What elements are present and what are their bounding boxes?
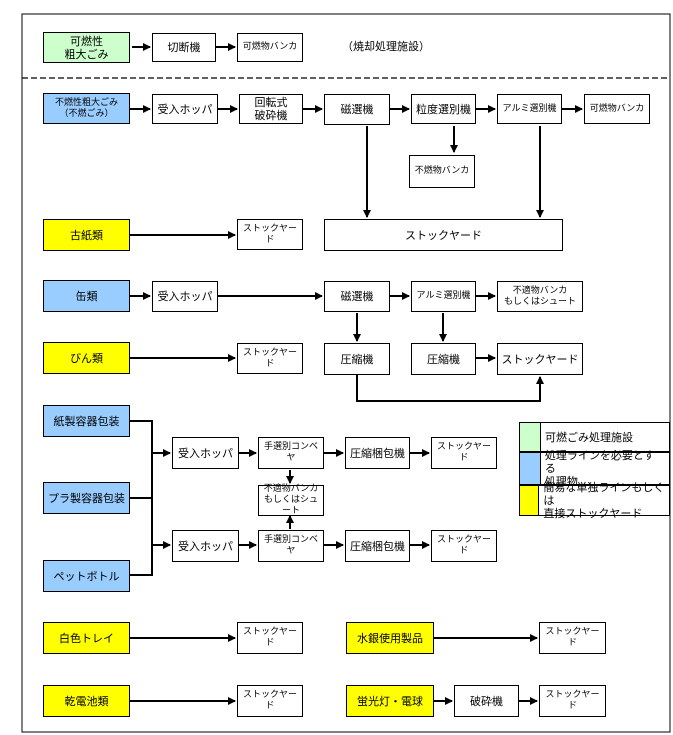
cans-source-box: 缶類	[43, 280, 130, 312]
mercury-source-box: 水銀使用製品	[346, 622, 434, 654]
legend-swatch-green	[520, 423, 541, 451]
bottles-source-box: びん類	[43, 342, 130, 374]
cans-hopper-box: 受入ホッパ	[152, 281, 218, 312]
nonburnable-source-box: 不燃性粗大ごみ （不燃ごみ）	[43, 93, 130, 124]
legend-text-burnable: 可燃ごみ処理施設	[545, 430, 633, 444]
arrow-press1-stockyard	[356, 375, 544, 402]
plastic-packaging-source-box: プラ製容器包装	[43, 482, 130, 514]
pack-hopper1-box: 受入ホッパ	[172, 437, 239, 469]
nonburn-bunker-box: 不燃物バンカ	[409, 155, 475, 188]
paper-packaging-source-box: 紙製容器包装	[43, 405, 130, 437]
pack-baler1-box: 圧縮梱包機	[345, 437, 410, 469]
pack-hopper2-box: 受入ホッパ	[172, 530, 239, 562]
burnable-source-box: 可燃性 粗大ごみ	[43, 32, 130, 63]
trays-source-box: 白色トレイ	[43, 622, 130, 654]
cutter-box: 切断機	[152, 33, 216, 62]
pack-stockyard2-box: ストックヤード	[431, 530, 497, 562]
cans-press1-box: 圧縮機	[324, 343, 390, 375]
big-stockyard-box: ストックヤード	[324, 219, 563, 251]
paper-stockyard-box: ストックヤード	[237, 219, 303, 250]
outer-frame	[21, 13, 671, 733]
legend-item-processing: 処理ラインを必要とする 処理物	[519, 449, 670, 488]
cans-magnet-box: 磁選機	[324, 281, 390, 312]
bottles-stockyard-box: ストックヤード	[237, 343, 303, 374]
batteries-stockyard-box: ストックヤード	[237, 685, 303, 717]
legend-item-simple: 簡易な単独ラインもしくは 直接ストックヤード	[519, 481, 670, 520]
pack-stockyard1-box: ストックヤード	[431, 437, 497, 469]
trays-stockyard-box: ストックヤード	[237, 622, 303, 654]
cans-alu-sorter-box: アルミ選別機	[411, 281, 476, 312]
burnable-bunker-box: 可燃物バンカ	[237, 33, 303, 62]
cans-unfit-box: 不適物バンカ もしくはシュート	[497, 281, 583, 312]
pet-bottle-source-box: ペットボトル	[43, 560, 130, 592]
nb-magnet-box: 磁選機	[324, 94, 390, 125]
cans-stockyard-box: ストックヤード	[497, 343, 583, 375]
legend-swatch-blue	[520, 453, 541, 484]
nb-burnable-bunker-box: 可燃物バンカ	[584, 94, 650, 124]
pack-conveyor2-box: 手選別コンベヤ	[258, 530, 324, 562]
paper-source-box: 古紙類	[43, 219, 130, 251]
nb-hopper-box: 受入ホッパ	[152, 94, 218, 124]
pack-unfit-box: 不適物バンカ もしくはシュート	[258, 484, 324, 516]
lamps-stockyard-box: ストックヤード	[539, 685, 606, 717]
legend-text-simple: 簡易な単独ラインもしくは 直接ストックヤード	[543, 481, 665, 520]
mercury-stockyard-box: ストックヤード	[539, 622, 606, 654]
lamps-source-box: 蛍光灯・電球	[346, 685, 434, 717]
pack-conveyor1-box: 手選別コンベヤ	[258, 437, 324, 469]
cans-press2-box: 圧縮機	[411, 343, 476, 375]
legend-text-processing: 処理ラインを必要とする 処理物	[544, 449, 655, 488]
incineration-note: （焼却処理施設）	[342, 40, 430, 53]
batteries-source-box: 乾電池類	[43, 685, 130, 717]
lamps-crusher-box: 破砕機	[454, 685, 519, 717]
size-sorter-box: 粒度選別機	[411, 94, 476, 124]
legend-swatch-yellow	[520, 486, 540, 515]
rotary-crusher-box: 回転式 破砕機	[239, 94, 303, 124]
legend-item-burnable: 可燃ごみ処理施設	[519, 422, 670, 452]
pack-baler2-box: 圧縮梱包機	[345, 530, 410, 562]
nb-alu-sorter-box: アルミ選別機	[497, 94, 562, 124]
